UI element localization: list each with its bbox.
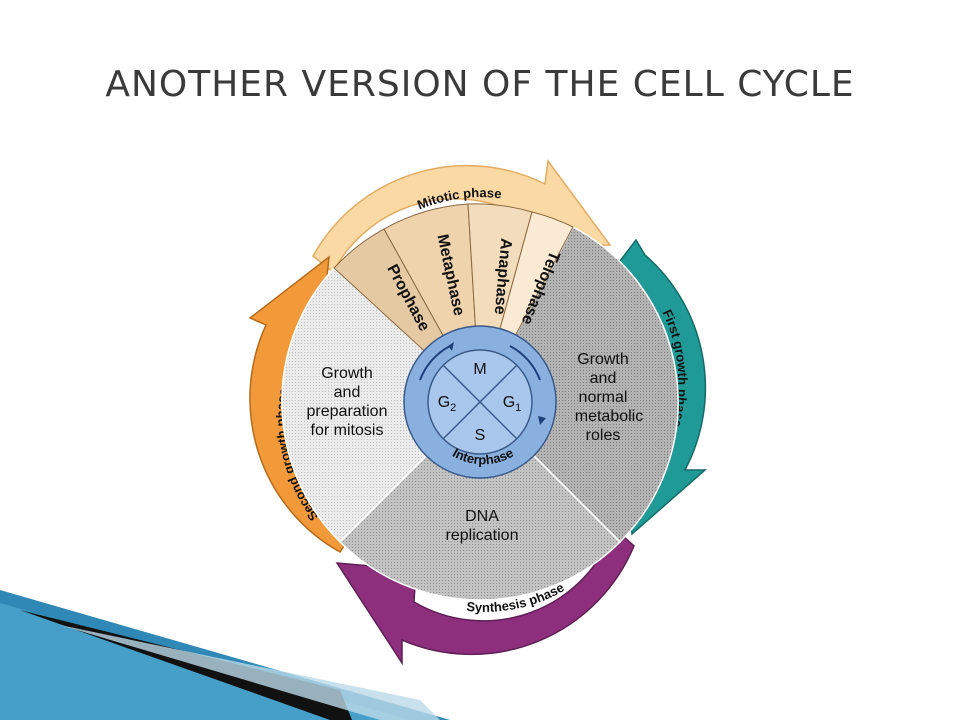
interphase-label: Interphase	[450, 445, 516, 467]
corner-ribbon-pale	[60, 625, 440, 720]
arrow-head-left	[448, 342, 454, 351]
center-m: M	[473, 361, 486, 378]
s-line-1: DNA	[465, 508, 499, 525]
g2-description: Growth and preparation for mitosis	[307, 365, 388, 439]
g1-line-3: normal	[579, 389, 628, 406]
slide-title: ANOTHER VERSION OF THE CELL CYCLE	[105, 64, 855, 105]
g2-sector	[281, 266, 482, 544]
g1-description: Growth and normal metabolic roles	[575, 351, 643, 444]
g2-line-1: Growth	[321, 365, 373, 382]
center-g2: G2	[438, 394, 457, 414]
s-sector	[338, 400, 622, 601]
interphase-arrow-left	[419, 345, 451, 381]
g2-line-2: and	[334, 384, 361, 401]
g1-line-5: roles	[586, 427, 621, 444]
g1-line-4: metabolic	[575, 408, 643, 425]
synthesis-phase-arrow	[335, 526, 635, 666]
center-divider-2	[442, 364, 518, 440]
s-description: DNA replication	[446, 508, 519, 544]
arrow-head-right	[538, 416, 546, 425]
g2-line-4: for mitosis	[311, 422, 384, 439]
g2-line-3: preparation	[307, 403, 388, 420]
center-s: S	[475, 427, 486, 444]
g1-line-1: Growth	[577, 351, 629, 368]
g1-sector	[479, 225, 679, 544]
g1-line-2: and	[590, 370, 617, 387]
interphase-arrow-right	[509, 345, 541, 381]
center-g1: G1	[503, 394, 522, 414]
s-line-2: replication	[446, 527, 519, 544]
anaphase-label: Anaphase	[491, 238, 515, 316]
